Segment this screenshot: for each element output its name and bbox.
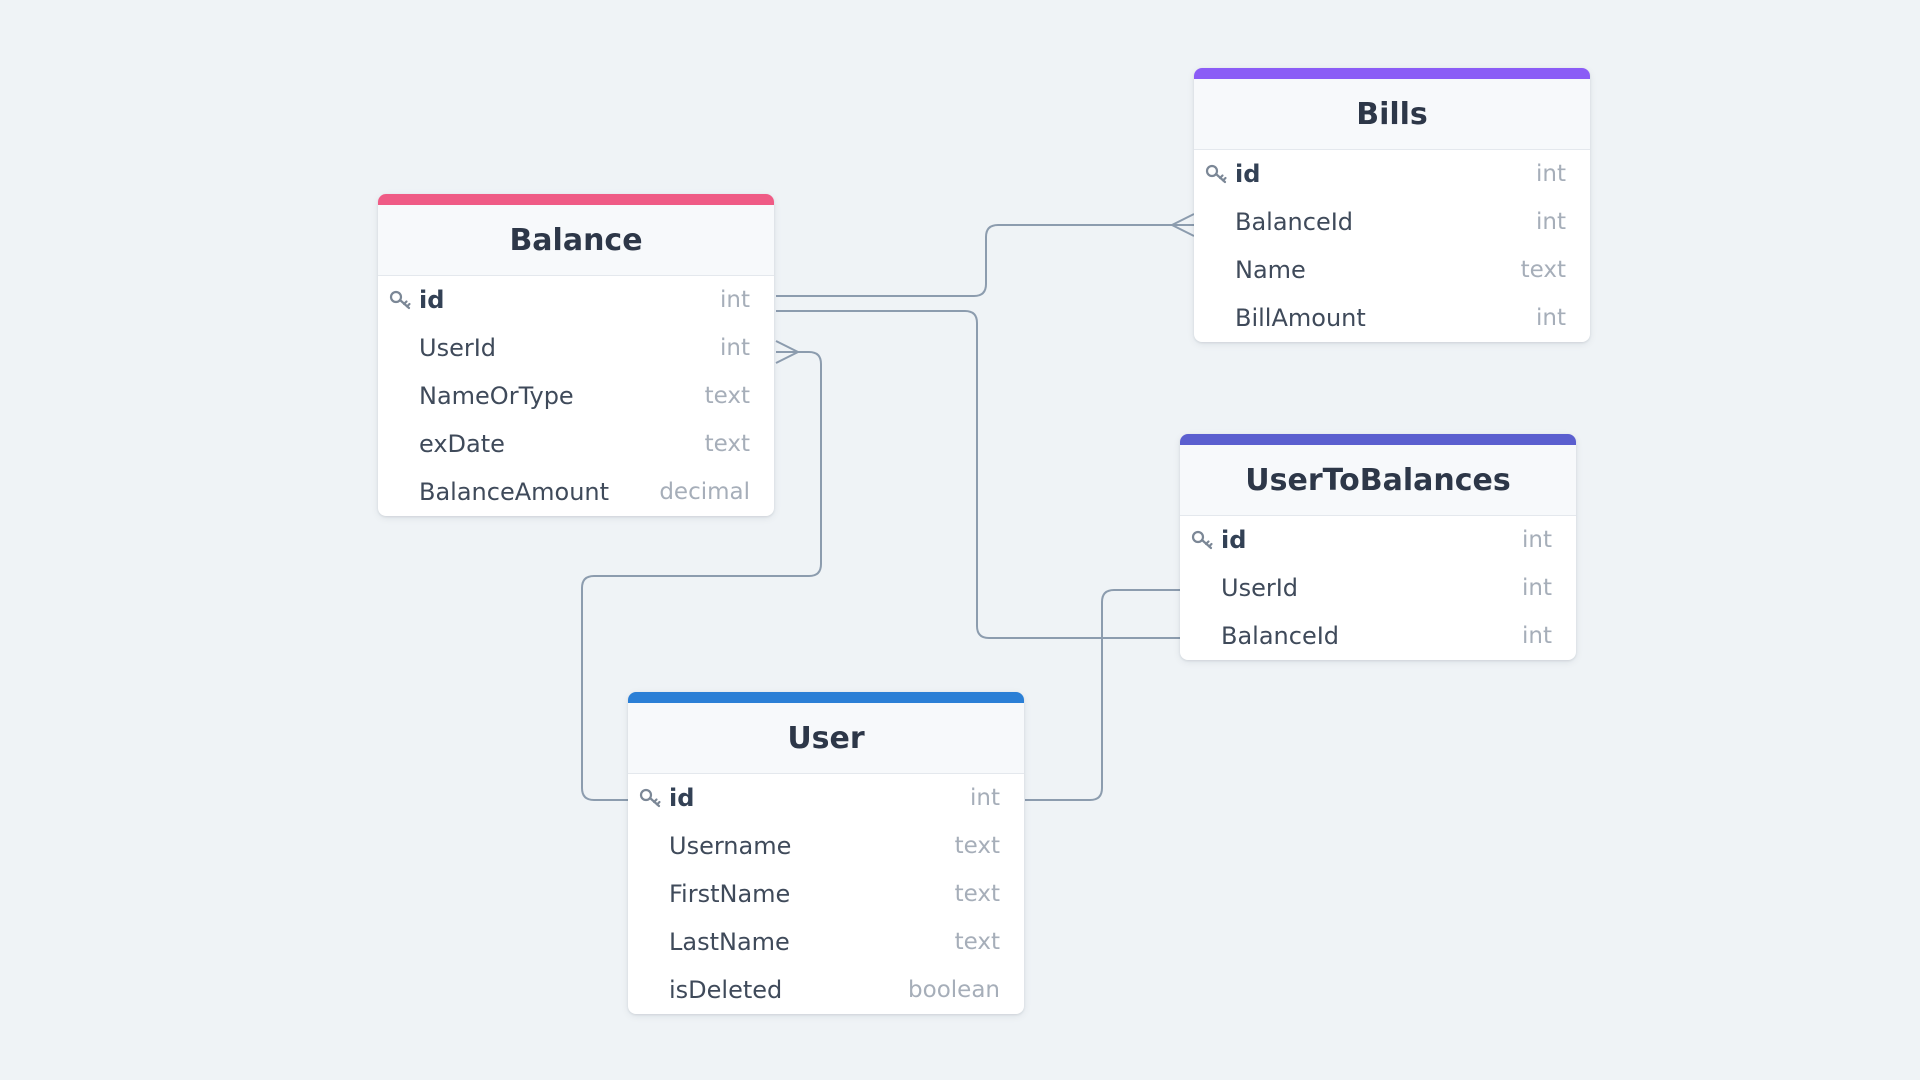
field-name: Username	[669, 832, 792, 860]
relation-balance-usertobalances	[776, 310, 1180, 639]
crows-foot-bills-balanceid	[1169, 213, 1195, 237]
field-type: boolean	[908, 977, 1000, 1003]
primary-key-icon	[1205, 163, 1229, 185]
field-name: UserId	[1221, 574, 1299, 602]
field-row[interactable]: id int	[378, 276, 774, 324]
field-type: int	[1522, 575, 1552, 601]
field-type: int	[1522, 623, 1552, 649]
field-name: BillAmount	[1235, 304, 1366, 332]
table-accent-bar	[1180, 434, 1576, 445]
field-name: BalanceId	[1235, 208, 1354, 236]
table-title[interactable]: UserToBalances	[1180, 445, 1576, 516]
field-row[interactable]: FirstName text	[628, 870, 1024, 918]
field-type: text	[954, 881, 1000, 907]
field-type: int	[1536, 161, 1566, 187]
field-name: id	[1221, 526, 1247, 554]
crows-foot-balance-userid	[775, 340, 801, 364]
field-row[interactable]: BalanceId int	[1194, 198, 1590, 246]
field-name: Name	[1235, 256, 1306, 284]
primary-key-icon	[639, 787, 663, 809]
relation-user-usertobalances	[1025, 589, 1180, 801]
field-name: UserId	[419, 334, 497, 362]
table-accent-bar	[378, 194, 774, 205]
field-row[interactable]: NameOrType text	[378, 372, 774, 420]
primary-key-icon	[1191, 529, 1215, 551]
field-name: id	[1235, 160, 1261, 188]
field-name: BalanceId	[1221, 622, 1340, 650]
field-name: id	[669, 784, 695, 812]
field-row[interactable]: BalanceId int	[1180, 612, 1576, 660]
field-row[interactable]: id int	[628, 774, 1024, 822]
field-row[interactable]: LastName text	[628, 918, 1024, 966]
field-type: text	[954, 833, 1000, 859]
field-type: int	[970, 785, 1000, 811]
field-row[interactable]: BillAmount int	[1194, 294, 1590, 342]
field-row[interactable]: Username text	[628, 822, 1024, 870]
field-row[interactable]: Name text	[1194, 246, 1590, 294]
field-type: text	[1520, 257, 1566, 283]
field-row[interactable]: BalanceAmount decimal	[378, 468, 774, 516]
relation-balance-bills	[776, 224, 1194, 297]
table-title[interactable]: User	[628, 703, 1024, 774]
field-type: int	[720, 335, 750, 361]
field-name: BalanceAmount	[419, 478, 610, 506]
field-row[interactable]: isDeleted boolean	[628, 966, 1024, 1014]
field-name: LastName	[669, 928, 790, 956]
field-name: id	[419, 286, 445, 314]
field-name: isDeleted	[669, 976, 783, 1004]
table-title[interactable]: Balance	[378, 205, 774, 276]
field-type: text	[954, 929, 1000, 955]
field-name: NameOrType	[419, 382, 574, 410]
field-type: int	[1536, 305, 1566, 331]
field-type: decimal	[659, 479, 750, 505]
field-row[interactable]: UserId int	[378, 324, 774, 372]
field-name: FirstName	[669, 880, 791, 908]
field-type: text	[704, 431, 750, 457]
field-type: int	[1522, 527, 1552, 553]
field-type: int	[720, 287, 750, 313]
table-accent-bar	[1194, 68, 1590, 79]
field-type: int	[1536, 209, 1566, 235]
primary-key-icon	[389, 289, 413, 311]
table-title[interactable]: Bills	[1194, 79, 1590, 150]
field-row[interactable]: exDate text	[378, 420, 774, 468]
field-row[interactable]: UserId int	[1180, 564, 1576, 612]
field-row[interactable]: id int	[1194, 150, 1590, 198]
field-row[interactable]: id int	[1180, 516, 1576, 564]
field-name: exDate	[419, 430, 505, 458]
table-accent-bar	[628, 692, 1024, 703]
field-type: text	[704, 383, 750, 409]
